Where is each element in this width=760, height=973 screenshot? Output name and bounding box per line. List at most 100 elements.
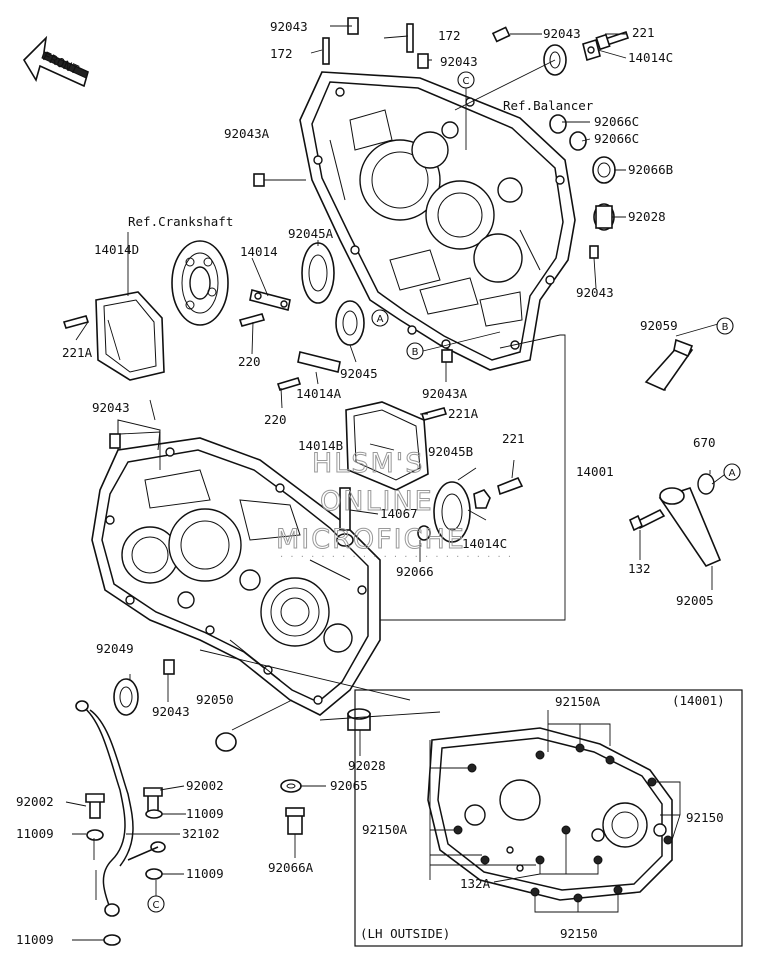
bolt-220-upper	[238, 313, 266, 327]
label-inset-92150A-top: 92150A	[555, 694, 601, 709]
label-11009-b: 11009	[16, 826, 54, 841]
label-172-b: 172	[438, 28, 461, 43]
label-92043A-b: 92043A	[422, 386, 468, 401]
oring-670	[697, 473, 715, 495]
oil-seal-92066B	[592, 156, 616, 184]
callout-a-mid: A	[371, 309, 389, 327]
svg-text:C: C	[153, 900, 160, 911]
svg-text:B: B	[412, 347, 419, 358]
label-14014C-b: 14014C	[462, 536, 507, 551]
guide-92005	[658, 487, 722, 567]
svg-text:A: A	[377, 314, 384, 325]
bushing-92028-lower	[347, 708, 371, 731]
label-11009-d: 11009	[16, 932, 54, 947]
inset-title: (14001)	[672, 693, 725, 708]
nut-14014C-lower	[473, 489, 491, 509]
banjo-bolts-92002	[85, 787, 163, 819]
cover-14014D	[95, 291, 165, 381]
label-670: 670	[693, 435, 716, 450]
svg-text:C: C	[463, 76, 470, 87]
oil-pipe-32102	[75, 700, 166, 917]
label-14014D: 14014D	[94, 242, 139, 257]
label-92066: 92066	[396, 564, 434, 579]
plate-14014	[249, 289, 291, 311]
label-92066A: 92066A	[268, 860, 314, 875]
label-inset-92150-right: 92150	[686, 810, 724, 825]
bearing-92045	[335, 300, 365, 346]
label-11009-c: 11009	[186, 866, 224, 881]
bolt-132	[628, 508, 666, 532]
svg-text:B: B	[722, 322, 729, 333]
oil-seal-92066C	[549, 114, 587, 151]
front-arrow: FRONT	[22, 35, 89, 88]
svg-text:A: A	[729, 468, 736, 479]
label-220-a: 220	[238, 354, 261, 369]
bolt-220-lower	[276, 377, 302, 391]
label-92043-d: 92043	[576, 285, 614, 300]
label-ref-balancer: Ref.Balancer	[503, 98, 594, 113]
bolt-221-lower	[497, 476, 524, 496]
label-92043-b: 92043	[440, 54, 478, 69]
plate-14014A	[297, 351, 341, 373]
watermark: HLSM'S ONLINE MICROFICHE · · · · · · · ·…	[276, 448, 512, 564]
label-92028-a: 92028	[628, 209, 666, 224]
label-221-b: 221	[502, 431, 525, 446]
bolt-221	[595, 30, 630, 51]
callout-c-top: C	[457, 71, 475, 150]
inset-caption: (LH OUTSIDE)	[360, 926, 450, 941]
washer-92065	[280, 779, 302, 793]
watermark-line-1: HLSM'S	[312, 448, 424, 479]
label-14014B: 14014B	[298, 438, 343, 453]
pin-92043A-lower	[441, 349, 453, 363]
label-92066C-a: 92066C	[594, 114, 639, 129]
inset-lh-outside	[354, 689, 743, 947]
label-92028-b: 92028	[348, 758, 386, 773]
label-ref-crankshaft: Ref.Crankshaft	[128, 214, 233, 229]
label-92066C-b: 92066C	[594, 131, 639, 146]
bearing-92045A	[301, 242, 335, 304]
label-14001: 14001	[576, 464, 614, 479]
crankshaft-bearing	[171, 240, 229, 326]
label-92002-a: 92002	[16, 794, 54, 809]
label-92050: 92050	[196, 692, 234, 707]
label-92066B: 92066B	[628, 162, 673, 177]
pin-92043-lower	[163, 659, 175, 675]
label-221A-b: 221A	[448, 406, 479, 421]
label-inset-132A: 132A	[460, 876, 491, 891]
bolt-221A-lower	[420, 407, 448, 421]
label-220-b: 220	[264, 412, 287, 427]
pin-14067	[336, 487, 354, 547]
label-92045: 92045	[340, 366, 378, 381]
label-92043-a: 92043	[270, 19, 308, 34]
label-32102: 32102	[182, 826, 220, 841]
dowel-pins-top	[253, 17, 599, 259]
label-92043-e: 92043	[92, 400, 130, 415]
sensor-92059	[644, 338, 694, 391]
seal-92050	[215, 732, 237, 752]
label-132: 132	[628, 561, 651, 576]
seal-92049	[113, 678, 139, 716]
plug-92066A	[285, 807, 305, 835]
part-labels: 92043 172 172 92043 92043 221 14014C Ref…	[16, 19, 725, 947]
bearing-92045B	[433, 481, 471, 543]
label-92043-f: 92043	[152, 704, 190, 719]
bolt-221A-upper	[62, 315, 90, 329]
label-92045B: 92045B	[428, 444, 473, 459]
label-172-a: 172	[270, 46, 293, 61]
callout-c-bottom: C	[147, 895, 165, 913]
label-92065: 92065	[330, 778, 368, 793]
label-221-a: 221	[632, 25, 655, 40]
label-14014: 14014	[240, 244, 278, 259]
label-221A-a: 221A	[62, 345, 93, 360]
callout-b-mid: B	[406, 331, 501, 360]
label-92002-b: 92002	[186, 778, 224, 793]
crankcase-right-half	[299, 71, 576, 371]
seal-92066	[417, 525, 431, 541]
label-92005: 92005	[676, 593, 714, 608]
leader-lines	[65, 25, 729, 941]
label-inset-92150A-left: 92150A	[362, 822, 408, 837]
label-14067: 14067	[380, 506, 418, 521]
bushing-92028-upper	[593, 203, 615, 231]
